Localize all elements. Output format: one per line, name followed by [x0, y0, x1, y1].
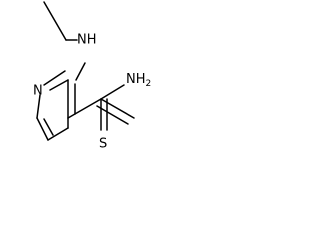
bond-ring-n-c6 — [36, 94, 41, 119]
ring-nitrogen-label: N — [33, 84, 43, 99]
chemical-structure-diagram: N NH NH2 S — [33, 1, 151, 152]
bond-c3-thio-c — [67, 98, 102, 119]
bond-c6-c5-inner — [43, 118, 54, 136]
bond-nh-c2 — [75, 62, 86, 81]
bond-c6-c5 — [36, 117, 49, 141]
thioamide-amine-text: NH — [126, 72, 146, 87]
structure-canvas: N NH NH2 S — [0, 0, 166, 185]
thioamide-amine-label: NH2 — [126, 72, 151, 89]
sulfur-label: S — [99, 137, 107, 152]
thioamide-amine-subscript: 2 — [146, 79, 152, 89]
bond-c5-c4 — [47, 127, 69, 141]
amine-label: NH — [77, 33, 97, 48]
bond-thio-c-s — [100, 98, 135, 119]
bond-ring-n-c2 — [43, 70, 66, 86]
bond-c2-ring-n — [49, 79, 69, 91]
bond-thio-c-s-double — [96, 105, 129, 125]
bond-thio-c-nh2 — [100, 84, 125, 100]
bond-ethyl-ch3-ch2 — [43, 1, 67, 41]
